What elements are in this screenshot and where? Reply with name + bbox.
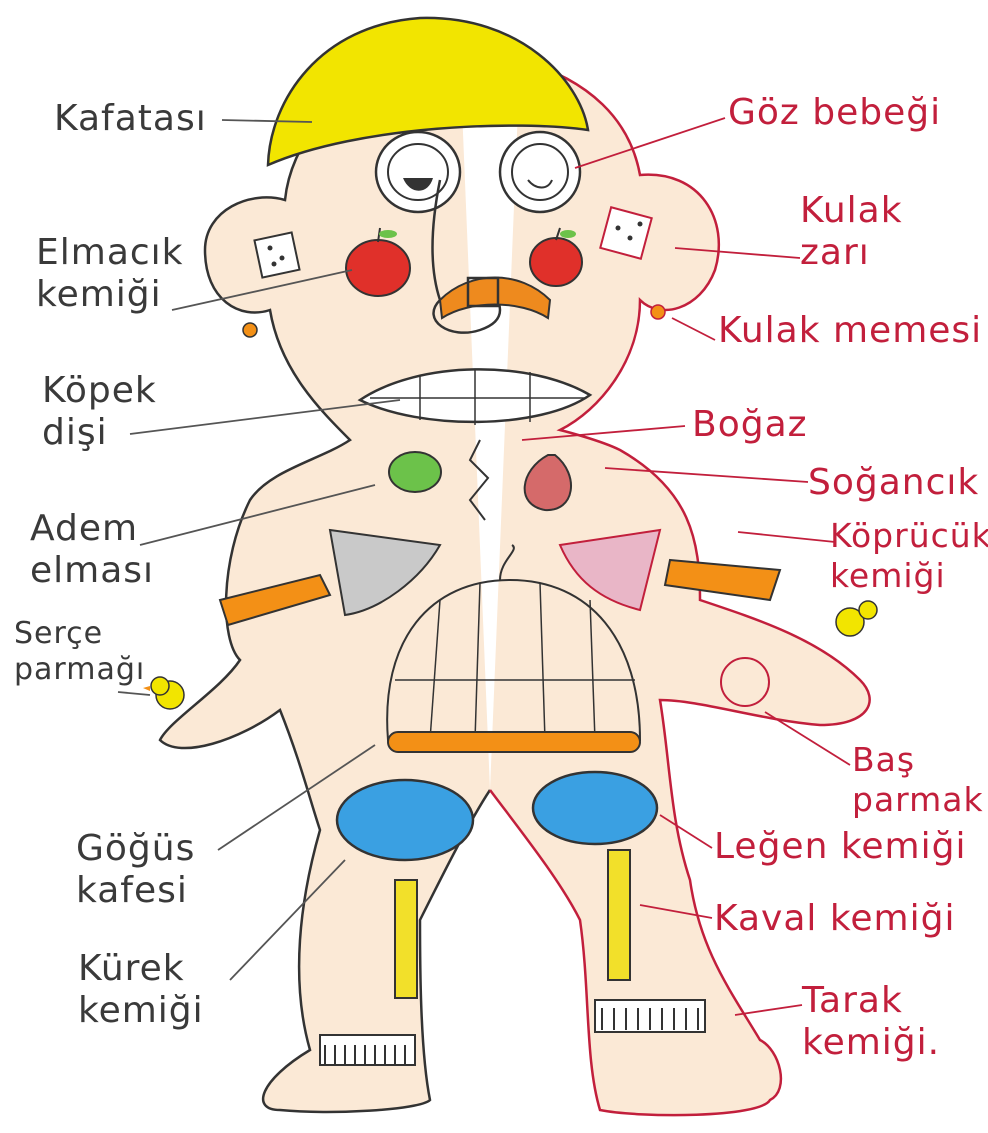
label-tarak-kemigi: Tarak kemiği.: [802, 980, 940, 1064]
pelvis-bowl-left: [337, 780, 473, 860]
right-eye-pupil: [500, 132, 580, 212]
label-legen-kemigi: Leğen kemiği: [714, 826, 966, 868]
comb-right-foot: [595, 1000, 705, 1032]
left-eye: [376, 132, 460, 212]
chick-left-pinky: [143, 677, 184, 709]
label-bogaz: Boğaz: [692, 404, 808, 446]
shin-left: [395, 880, 417, 998]
label-koprucuk-kemigi: Köprücük kemiği: [830, 516, 988, 596]
label-soganik: Soğancık: [808, 462, 979, 504]
label-kurek-kemigi: Kürek kemiği: [78, 948, 204, 1032]
label-goz-bebegi: Göz bebeği: [728, 92, 941, 134]
label-bas-parmak: Baş parmak: [852, 740, 984, 820]
label-kulak-memesi: Kulak memesi: [718, 310, 982, 352]
label-kulak-zari: Kulak zarı: [800, 190, 903, 274]
label-elmacik-kemigi: Elmacık kemiği: [36, 232, 184, 316]
thumb-face: [721, 658, 769, 706]
left-ear-dice: [254, 232, 299, 277]
pelvis-bowl-right: [533, 772, 657, 844]
label-kaval-kemigi: Kaval kemiği: [714, 898, 955, 940]
label-kopek-disi: Köpek dişi: [42, 370, 157, 454]
chick-right-hand: [836, 601, 877, 636]
adams-apple: [389, 452, 441, 492]
shin-right: [608, 850, 630, 980]
label-kafatasi: Kafatası: [54, 98, 207, 140]
comb-left-foot: [320, 1035, 415, 1065]
label-serce-parmagi: Serçe parmağı: [14, 616, 145, 688]
label-gogus-kafesi: Göğüs kafesi: [76, 828, 195, 912]
earring-left: [243, 323, 257, 337]
label-adem-elmasi: Adem elması: [30, 508, 154, 592]
ear-lobe-right: [651, 305, 665, 319]
